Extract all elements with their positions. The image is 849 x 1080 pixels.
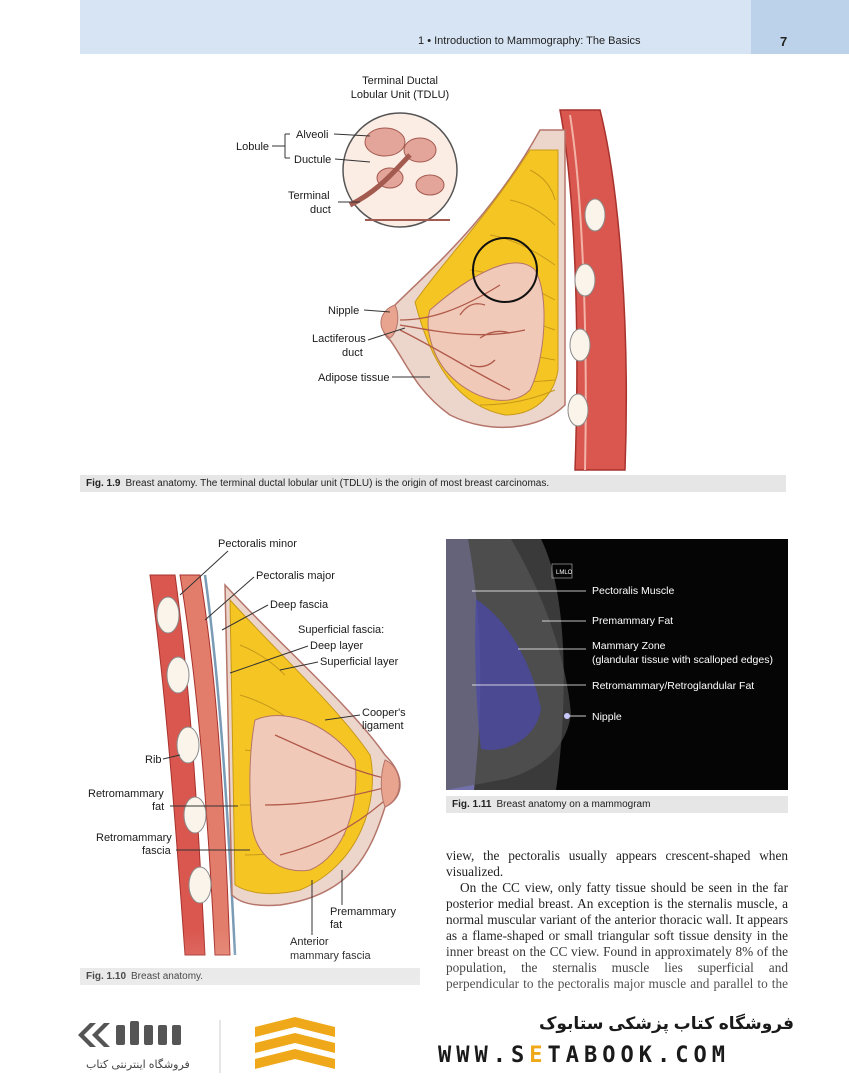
- label-retromammary-fat-2: fat: [152, 801, 164, 813]
- label-superficial-layer: Superficial layer: [320, 656, 399, 668]
- mammogram-label-retro: Retromammary/Retroglandular Fat: [592, 680, 754, 692]
- shop-url[interactable]: WWW.SETABOOK.COM: [438, 1043, 730, 1068]
- figure-1-9-illustration: Terminal Ductal Lobular Unit (TDLU) Lobu…: [236, 75, 628, 471]
- shop-url-part2: TABOOK.COM: [547, 1043, 730, 1068]
- figure-1-9-number: Fig. 1.9: [86, 478, 121, 489]
- label-premammary-fat-2: fat: [330, 919, 342, 931]
- header-bullet: •: [427, 35, 432, 47]
- figure-1-11-mammogram: LMLO Pectoralis Muscle Premammary Fat Ma…: [446, 539, 788, 790]
- figure-1-10-number: Fig. 1.10: [86, 971, 127, 982]
- label-retromammary-fascia-2: fascia: [142, 845, 172, 857]
- mammogram-label-nipple: Nipple: [592, 711, 622, 723]
- label-pect-major: Pectoralis major: [256, 570, 335, 582]
- figure-1-10-illustration: Pectoralis minor Pectoralis major Deep f…: [88, 538, 406, 962]
- label-anterior-fascia-2: mammary fascia: [290, 950, 372, 962]
- label-lactiferous-2: duct: [342, 347, 363, 359]
- page-number: 7: [780, 34, 788, 49]
- paragraph-1: view, the pectoralis usually appears cre…: [446, 848, 788, 879]
- figure-1-11-caption-text: Breast anatomy on a mammogram: [496, 799, 651, 810]
- figure-1-9-caption-text: Breast anatomy. The terminal ductal lobu…: [125, 478, 550, 489]
- figure-1-11-number: Fig. 1.11: [452, 799, 492, 810]
- label-tdlu-line2: Lobular Unit (TDLU): [351, 89, 449, 101]
- label-rib: Rib: [145, 754, 162, 766]
- mammogram-label-mammary-1: Mammary Zone: [592, 640, 666, 652]
- shop-url-accent: E: [529, 1043, 548, 1068]
- running-header-title: 1 • Introduction to Mammography: The Bas…: [418, 35, 641, 47]
- label-premammary-fat-1: Premammary: [330, 906, 397, 918]
- label-superficial-fascia: Superficial fascia:: [298, 624, 384, 636]
- label-retromammary-fat-1: Retromammary: [88, 788, 164, 800]
- shop-name: فروشگاه کتاب پزشکی ستابوک: [538, 1014, 794, 1033]
- label-deep-layer: Deep layer: [310, 640, 364, 652]
- running-header: [80, 0, 849, 54]
- mammogram-label-pectoralis: Pectoralis Muscle: [592, 585, 674, 597]
- mammogram-label-mammary-2: (glandular tissue with scalloped edges): [592, 654, 773, 666]
- setabook-logo: [78, 1017, 335, 1073]
- label-lactiferous-1: Lactiferous: [312, 333, 366, 345]
- figure-1-9-caption: Fig. 1.9 Breast anatomy. The terminal duc…: [80, 475, 786, 492]
- chapter-title: Introduction to Mammography: The Basics: [434, 35, 641, 47]
- label-retromammary-fascia-1: Retromammary: [96, 832, 172, 844]
- body-text: view, the pectoralis usually appears cre…: [446, 848, 788, 1008]
- paragraph-2: On the CC view, only fatty tissue should…: [446, 880, 788, 1007]
- label-adipose: Adipose tissue: [318, 372, 390, 384]
- page-number-box: [751, 0, 849, 54]
- label-nipple: Nipple: [328, 305, 359, 317]
- figure-1-10-caption: Fig. 1.10 Breast anatomy.: [80, 968, 420, 985]
- mammogram-marker: LMLO: [556, 570, 573, 576]
- figure-1-11-caption: Fig. 1.11 Breast anatomy on a mammogram: [446, 796, 788, 813]
- label-alveoli: Alveoli: [296, 129, 328, 141]
- label-deep-fascia: Deep fascia: [270, 599, 329, 611]
- label-ductule: Ductule: [294, 154, 331, 166]
- label-pect-minor: Pectoralis minor: [218, 538, 297, 550]
- label-terminal-duct-1: Terminal: [288, 190, 330, 202]
- label-coopers-1: Cooper's: [362, 707, 406, 719]
- label-lobule: Lobule: [236, 141, 269, 153]
- label-anterior-fascia-1: Anterior: [290, 936, 329, 948]
- label-terminal-duct-2: duct: [310, 204, 331, 216]
- label-tdlu-line1: Terminal Ductal: [362, 75, 438, 87]
- shop-url-part1: WWW.S: [438, 1043, 530, 1068]
- figure-1-10-caption-text: Breast anatomy.: [131, 971, 204, 982]
- logo-tagline: فروشگاه اینترنتی کتاب: [86, 1059, 190, 1071]
- mammogram-label-premammary: Premammary Fat: [592, 615, 673, 627]
- chapter-number: 1: [418, 35, 425, 47]
- label-coopers-2: ligament: [362, 720, 404, 732]
